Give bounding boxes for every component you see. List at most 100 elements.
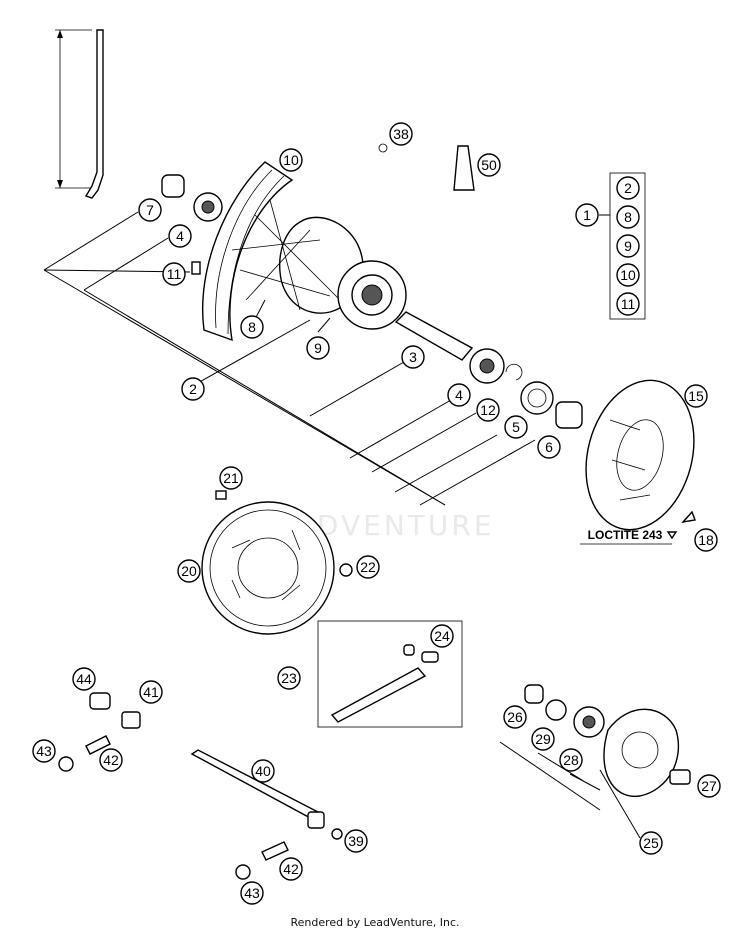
sprocket-20: [201, 501, 335, 635]
svg-text:38: 38: [393, 126, 409, 142]
callout-43: 43: [32, 739, 56, 763]
callout-44: 44: [72, 667, 96, 691]
svg-text:23: 23: [281, 670, 297, 686]
callout-4b: 4: [447, 383, 471, 407]
kit-member-11: 11: [616, 292, 640, 316]
seal-5: [520, 381, 554, 415]
svg-text:42: 42: [103, 752, 119, 768]
svg-text:11: 11: [167, 266, 182, 282]
adjuster-41: [121, 711, 141, 729]
callout-25: 25: [639, 831, 663, 855]
kit-member-8: 8: [616, 205, 640, 229]
svg-text:26: 26: [507, 709, 523, 725]
callout-20: 20: [177, 559, 201, 583]
screw-42b: [261, 841, 289, 861]
svg-text:3: 3: [409, 349, 417, 365]
svg-text:28: 28: [563, 752, 579, 768]
callout-24: 24: [430, 624, 454, 648]
seal-29: [545, 699, 567, 721]
circlip-12: [505, 363, 523, 381]
svg-text:2: 2: [189, 381, 197, 397]
svg-text:12: 12: [480, 402, 496, 418]
svg-text:10: 10: [620, 267, 636, 283]
sprocket-bolt-21: [215, 490, 227, 500]
callout-26: 26: [503, 705, 527, 729]
svg-text:10: 10: [283, 152, 299, 168]
svg-text:4: 4: [176, 228, 184, 244]
wheel-bearing-4: [193, 192, 223, 222]
footer-credit: Rendered by LeadVenture, Inc.: [290, 916, 460, 929]
axle-40: [190, 749, 325, 829]
svg-text:15: 15: [688, 388, 704, 404]
callout-6: 6: [537, 435, 561, 459]
kit-member-2: 2: [616, 176, 640, 200]
callout-4: 4: [168, 224, 192, 248]
callout-28: 28: [559, 748, 583, 772]
svg-text:LOCTITE 243: LOCTITE 243: [588, 528, 663, 542]
callout-41: 41: [139, 680, 163, 704]
nut-44: [89, 692, 111, 710]
callout-27: 27: [697, 774, 721, 798]
chain-link-24: [403, 644, 439, 663]
spacer-6: [555, 401, 583, 429]
svg-text:9: 9: [624, 238, 632, 254]
screw-42: [85, 735, 111, 755]
svg-text:2: 2: [624, 180, 632, 196]
svg-text:44: 44: [76, 671, 92, 687]
svg-text:24: 24: [434, 628, 450, 644]
svg-text:5: 5: [512, 419, 520, 435]
bearing-4b: [469, 348, 505, 384]
svg-text:8: 8: [624, 209, 632, 225]
svg-text:22: 22: [360, 559, 376, 575]
callout-39: 39: [344, 829, 368, 853]
callout-7: 7: [138, 198, 162, 222]
callout-23: 23: [277, 666, 301, 690]
svg-text:40: 40: [255, 763, 271, 779]
clip-38: [378, 143, 388, 153]
rim-tape-50: [453, 145, 475, 191]
callout-22: 22: [356, 555, 380, 579]
callout-40: 40: [251, 759, 275, 783]
svg-text:8: 8: [248, 319, 256, 335]
nut-43: [58, 756, 74, 772]
svg-text:7: 7: [146, 202, 154, 218]
callout-18: 18: [694, 528, 718, 552]
svg-text:21: 21: [223, 470, 239, 486]
svg-text:4: 4: [455, 387, 463, 403]
valve-11: [191, 261, 201, 275]
svg-text:42: 42: [283, 861, 299, 877]
sprocket-carrier-25: [603, 708, 680, 797]
callout-9: 9: [306, 336, 330, 360]
callout-43b: 43: [240, 881, 264, 905]
callout-42: 42: [99, 748, 123, 772]
callout-11: 11: [162, 262, 186, 286]
callout-5: 5: [504, 415, 528, 439]
kit-box: [599, 172, 646, 320]
svg-text:43: 43: [244, 885, 260, 901]
rear-wheel-assembly: [202, 161, 407, 342]
spoke-dimension: [55, 29, 92, 189]
svg-text:11: 11: [621, 296, 636, 312]
callout-10: 10: [279, 148, 303, 172]
chain-box: [317, 620, 463, 728]
hub-spacer-3: [394, 311, 474, 361]
callout-1: 1: [575, 203, 599, 227]
svg-text:18: 18: [698, 532, 714, 548]
callout-3: 3: [401, 345, 425, 369]
svg-text:41: 41: [143, 684, 159, 700]
kit-member-10: 10: [616, 263, 640, 287]
callout-42b: 42: [279, 857, 303, 881]
brake-disc-15: [585, 379, 695, 531]
spacer-26: [524, 684, 544, 704]
callout-29: 29: [531, 727, 555, 751]
nut-43b: [235, 864, 251, 880]
svg-text:9: 9: [314, 340, 322, 356]
svg-text:39: 39: [348, 833, 364, 849]
svg-text:1: 1: [583, 207, 591, 223]
callout-12: 12: [476, 398, 500, 422]
loctite-note: LOCTITE 243: [580, 528, 678, 545]
callout-38: 38: [389, 122, 413, 146]
callout-50: 50: [477, 153, 501, 177]
svg-text:20: 20: [181, 563, 197, 579]
